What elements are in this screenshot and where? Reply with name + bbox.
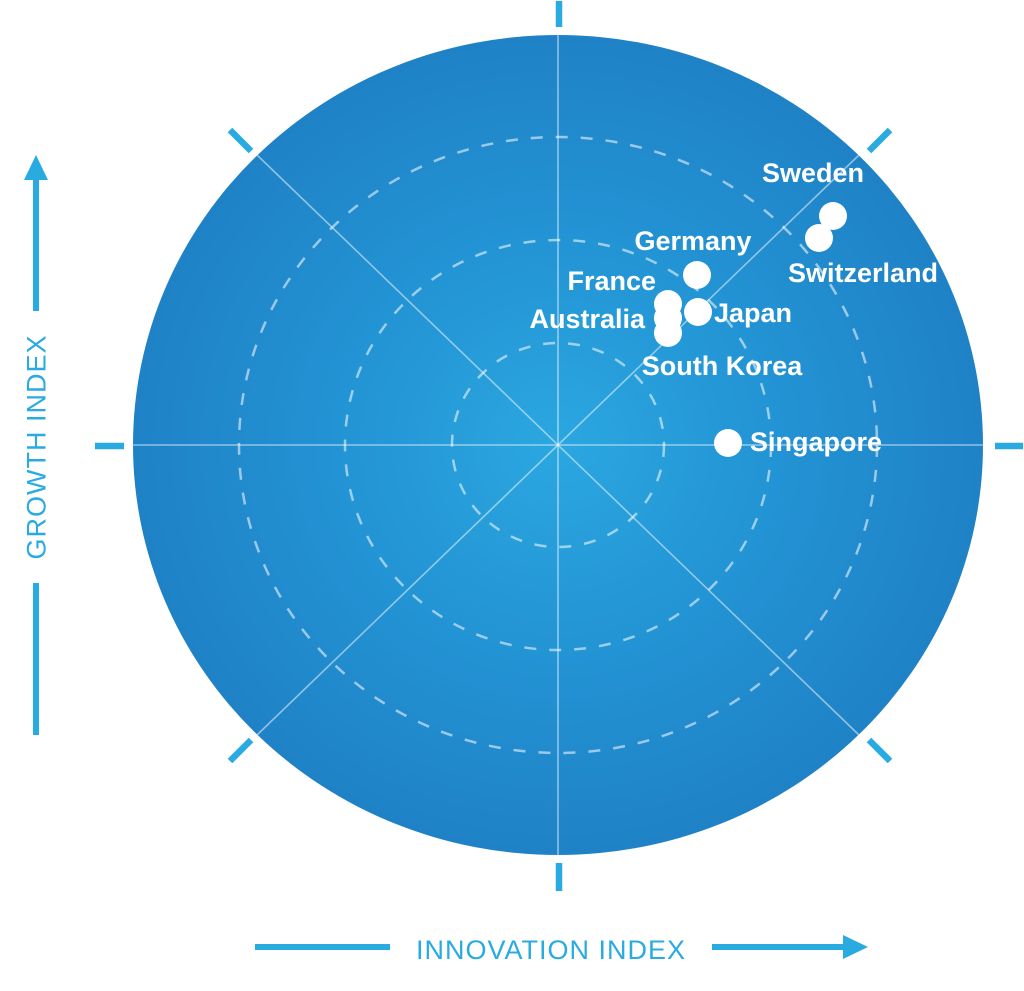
y-axis: GROWTH INDEX bbox=[0, 155, 73, 735]
data-label-australia: Australia bbox=[529, 304, 646, 334]
grid-ring-middle bbox=[343, 238, 773, 652]
x-axis-arrowhead-icon bbox=[843, 935, 868, 959]
tick-southeast bbox=[866, 737, 893, 764]
grid-line-diagonal-nw-se bbox=[256, 154, 860, 736]
tick-northwest bbox=[227, 127, 254, 154]
data-points bbox=[654, 202, 847, 457]
data-point-singapore bbox=[714, 429, 742, 457]
tick-southwest bbox=[227, 737, 254, 764]
data-point-south-korea bbox=[654, 319, 682, 347]
x-axis: INNOVATION INDEX bbox=[255, 916, 868, 983]
data-label-germany: Germany bbox=[634, 226, 751, 256]
data-point-japan bbox=[684, 298, 712, 326]
data-label-south-korea: South Korea bbox=[642, 351, 803, 381]
data-point-switzerland bbox=[805, 224, 833, 252]
data-label-france: France bbox=[567, 266, 656, 296]
data-label-japan: Japan bbox=[714, 298, 792, 328]
x-axis-label-box bbox=[390, 916, 712, 983]
data-label-singapore: Singapore bbox=[750, 427, 882, 457]
y-axis-arrowhead-icon bbox=[24, 155, 48, 180]
data-label-sweden: Sweden bbox=[762, 158, 864, 188]
polar-grid bbox=[133, 35, 983, 855]
y-axis-label-box bbox=[0, 311, 73, 583]
compass-ticks bbox=[95, 1, 1023, 891]
x-axis-label: INNOVATION INDEX bbox=[416, 935, 686, 965]
grid-ring-inner bbox=[450, 341, 666, 549]
data-label-switzerland: Switzerland bbox=[788, 258, 938, 288]
data-point-germany bbox=[683, 261, 711, 289]
grid-ring-outer bbox=[237, 135, 879, 755]
y-axis-label: GROWTH INDEX bbox=[22, 335, 52, 560]
tick-northeast bbox=[866, 127, 893, 154]
data-point-sweden bbox=[819, 202, 847, 230]
